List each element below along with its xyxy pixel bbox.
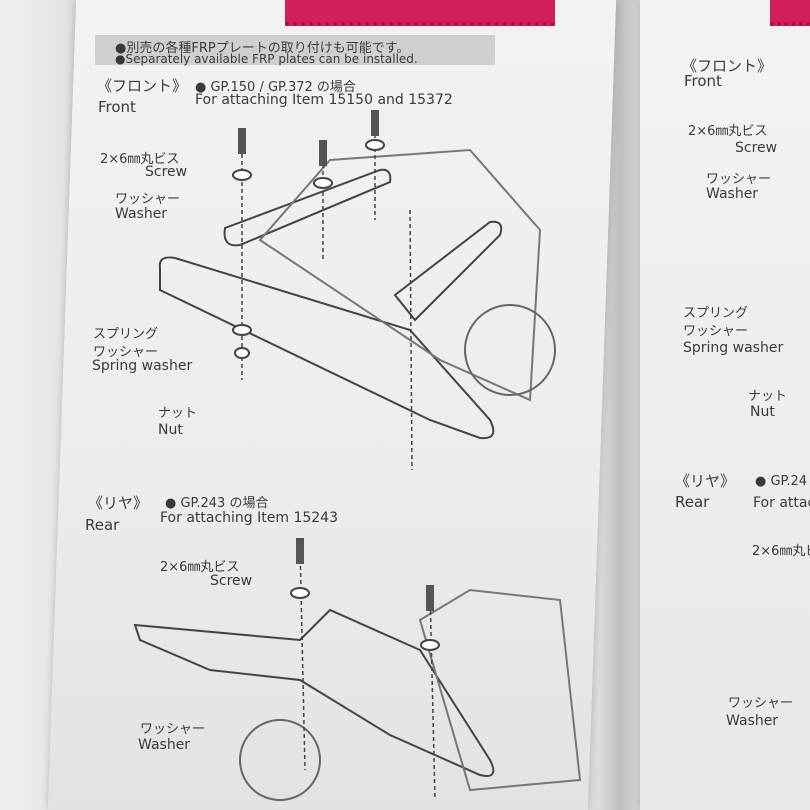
washer-label-en: Washer: [115, 206, 168, 222]
washer-icon: [290, 587, 310, 599]
washer-icon: [420, 639, 440, 651]
spring-label-jp2: ワッシャー: [93, 345, 159, 360]
rear-model: ● GP.243 の場合: [165, 496, 269, 511]
price-tag-left: [285, 0, 555, 26]
front-model: ● GP.150 / GP.372 の場合: [195, 80, 356, 95]
rear-for: For attaching Item 15243: [160, 510, 338, 526]
front-for: For attaching Item 15150 and 15372: [195, 92, 453, 108]
screw-icon: [371, 110, 379, 136]
screw-label-en: Screw: [145, 164, 188, 180]
wheel: [464, 304, 556, 396]
screw-icon: [238, 128, 246, 154]
instruction-sheet-right: [640, 0, 810, 810]
r-rear-for: For attachi: [753, 495, 810, 511]
notice-jp: ●別売の各種FRPプレートの取り付けも可能です。: [115, 41, 410, 56]
washer-icon: [232, 169, 252, 181]
screw-icon: [296, 538, 304, 564]
front-plate-main: [158, 256, 495, 440]
washer-label-jp: ワッシャー: [115, 192, 181, 207]
r-front-heading-jp: 《フロント》: [682, 57, 773, 75]
notice-en: ●Separately available FRP plates can be …: [115, 52, 418, 66]
r-rear-screw-jp: 2×6㎜丸ビ: [752, 544, 810, 559]
spring-washer-icon: [232, 324, 252, 336]
rear-heading-en: Rear: [85, 516, 120, 534]
r-rear-washer-en: Washer: [726, 713, 779, 729]
screw-icon: [426, 585, 434, 611]
front-plate-upper: [223, 168, 392, 247]
r-rear-heading-jp: 《リヤ》: [675, 472, 736, 490]
rear-washer-en: Washer: [138, 737, 191, 753]
r-nut-en: Nut: [750, 404, 775, 420]
r-nut-jp: ナット: [748, 389, 788, 404]
washer-icon: [313, 177, 333, 189]
front-heading-jp: 《フロント》: [97, 77, 188, 95]
r-washer-jp: ワッシャー: [706, 172, 772, 187]
nut-label-en: Nut: [158, 422, 183, 438]
r-screw-jp: 2×6㎜丸ビス: [688, 124, 768, 139]
price-tag-right: [770, 0, 810, 26]
rear-heading-jp: 《リヤ》: [88, 494, 149, 512]
spring-label-jp: スプリング: [93, 327, 159, 342]
front-plate-right: [393, 220, 503, 322]
screw-label-jp: 2×6㎜丸ビス: [100, 152, 180, 167]
chassis-front: [258, 148, 542, 402]
r-rear-washer-jp: ワッシャー: [728, 696, 794, 711]
nut-label-jp: ナット: [158, 406, 198, 421]
r-washer-en: Washer: [706, 186, 759, 202]
rear-screw-jp: 2×6㎜丸ビス: [160, 560, 240, 575]
r-spring-jp2: ワッシャー: [683, 324, 749, 339]
spring-label-en: Spring washer: [92, 358, 193, 374]
washer-icon: [365, 139, 385, 151]
screw-icon: [319, 140, 327, 166]
rear-screw-en: Screw: [210, 573, 253, 589]
r-screw-en: Screw: [735, 140, 778, 156]
chassis-rear: [418, 588, 582, 792]
rear-wheel: [239, 719, 321, 801]
nut-icon: [234, 347, 250, 359]
r-front-heading-en: Front: [684, 72, 722, 90]
r-spring-en: Spring washer: [683, 340, 784, 356]
r-rear-model: ● GP.24: [755, 474, 808, 489]
front-heading-en: Front: [98, 98, 136, 116]
notice-banner: [95, 35, 495, 65]
r-spring-jp: スプリング: [683, 306, 749, 321]
rear-washer-jp: ワッシャー: [140, 722, 206, 737]
r-rear-heading-en: Rear: [675, 493, 710, 511]
